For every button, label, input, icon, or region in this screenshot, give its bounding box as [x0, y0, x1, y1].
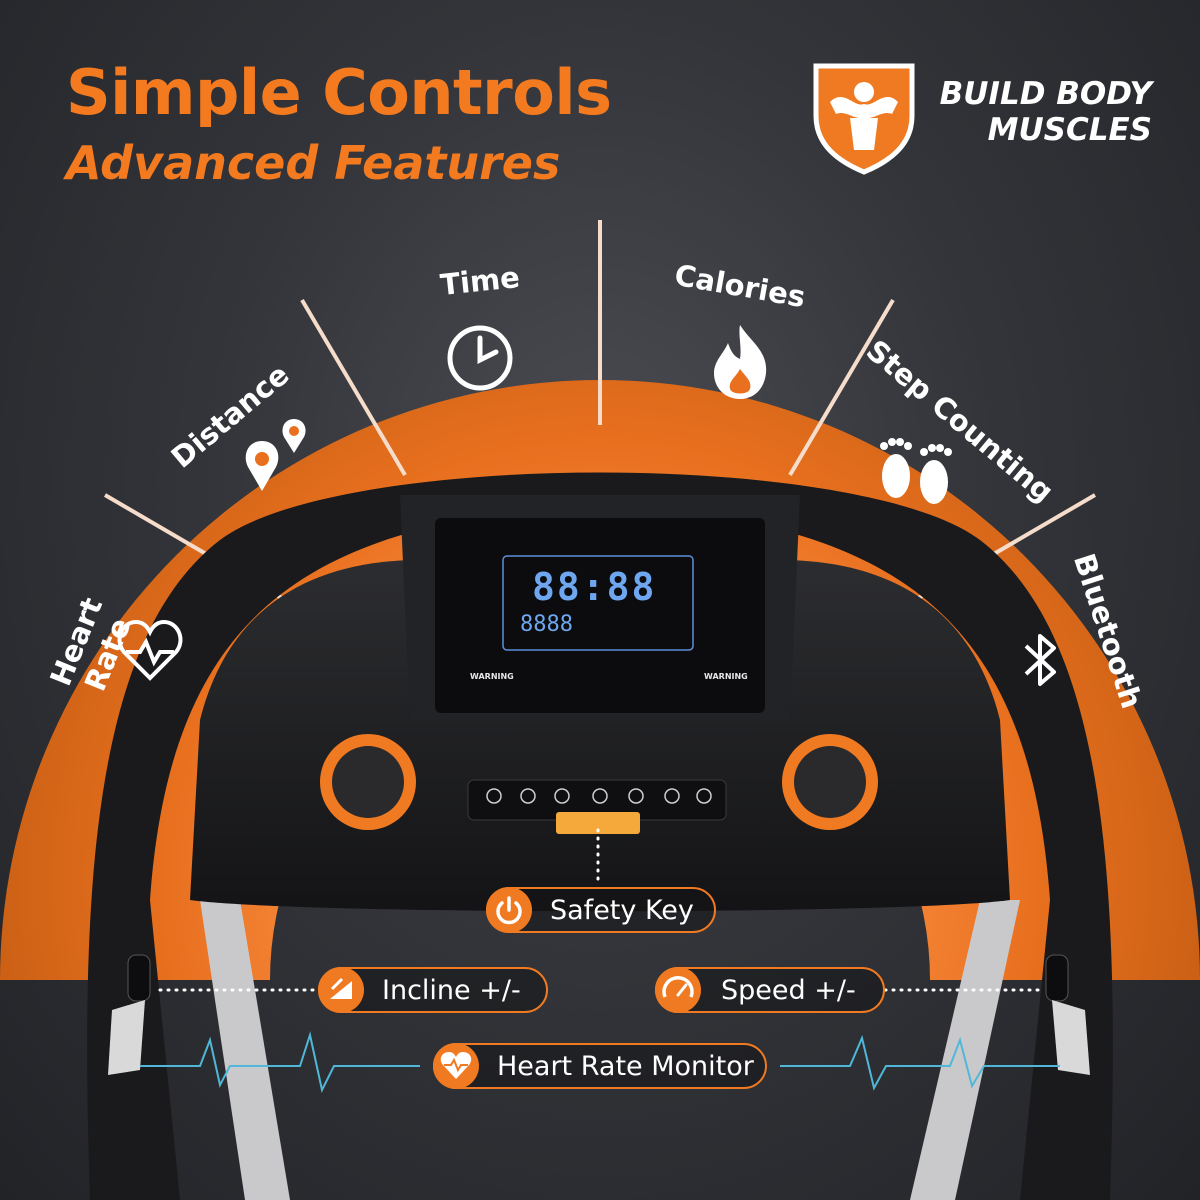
- incline-label: Incline +/-: [382, 975, 521, 1006]
- build-body-badge: BUILD BODY MUSCLES: [808, 58, 1168, 178]
- heart-rate-monitor-callout: Heart Rate Monitor: [433, 1043, 767, 1089]
- map-pin-icon: [245, 419, 306, 491]
- safety-key-label: Safety Key: [550, 895, 694, 926]
- incline-callout: Incline +/-: [318, 967, 548, 1013]
- callout-connectors: [158, 828, 1042, 992]
- display-small-readout: 8888: [520, 612, 573, 637]
- safety-key-callout: Safety Key: [486, 887, 716, 933]
- footprints-icon: [880, 438, 952, 504]
- display-main-readout: 88:88: [532, 565, 657, 609]
- speedometer-icon: [655, 967, 701, 1013]
- incline-icon: [318, 967, 364, 1013]
- heart-icon: [433, 1043, 479, 1089]
- power-icon: [486, 887, 532, 933]
- speed-callout: Speed +/-: [655, 967, 885, 1013]
- badge-line-2: MUSCLES: [987, 112, 1152, 148]
- page-title: Simple Controls: [66, 56, 612, 129]
- clock-icon: [447, 325, 513, 391]
- page-subtitle: Advanced Features: [66, 136, 561, 190]
- warning-label-right: WARNING: [704, 672, 748, 681]
- bluetooth-icon: [1024, 634, 1056, 686]
- pulse-line: [140, 1031, 1060, 1093]
- flame-icon: [714, 325, 767, 399]
- speed-label: Speed +/-: [721, 975, 856, 1006]
- badge-line-1: BUILD BODY: [939, 76, 1152, 112]
- heart-pulse-icon: [117, 619, 183, 681]
- muscle-shield-icon: [813, 63, 915, 175]
- warning-label-left: WARNING: [470, 672, 514, 681]
- treadmill-frame: [87, 472, 1113, 1200]
- heart-rate-monitor-label: Heart Rate Monitor: [497, 1051, 754, 1082]
